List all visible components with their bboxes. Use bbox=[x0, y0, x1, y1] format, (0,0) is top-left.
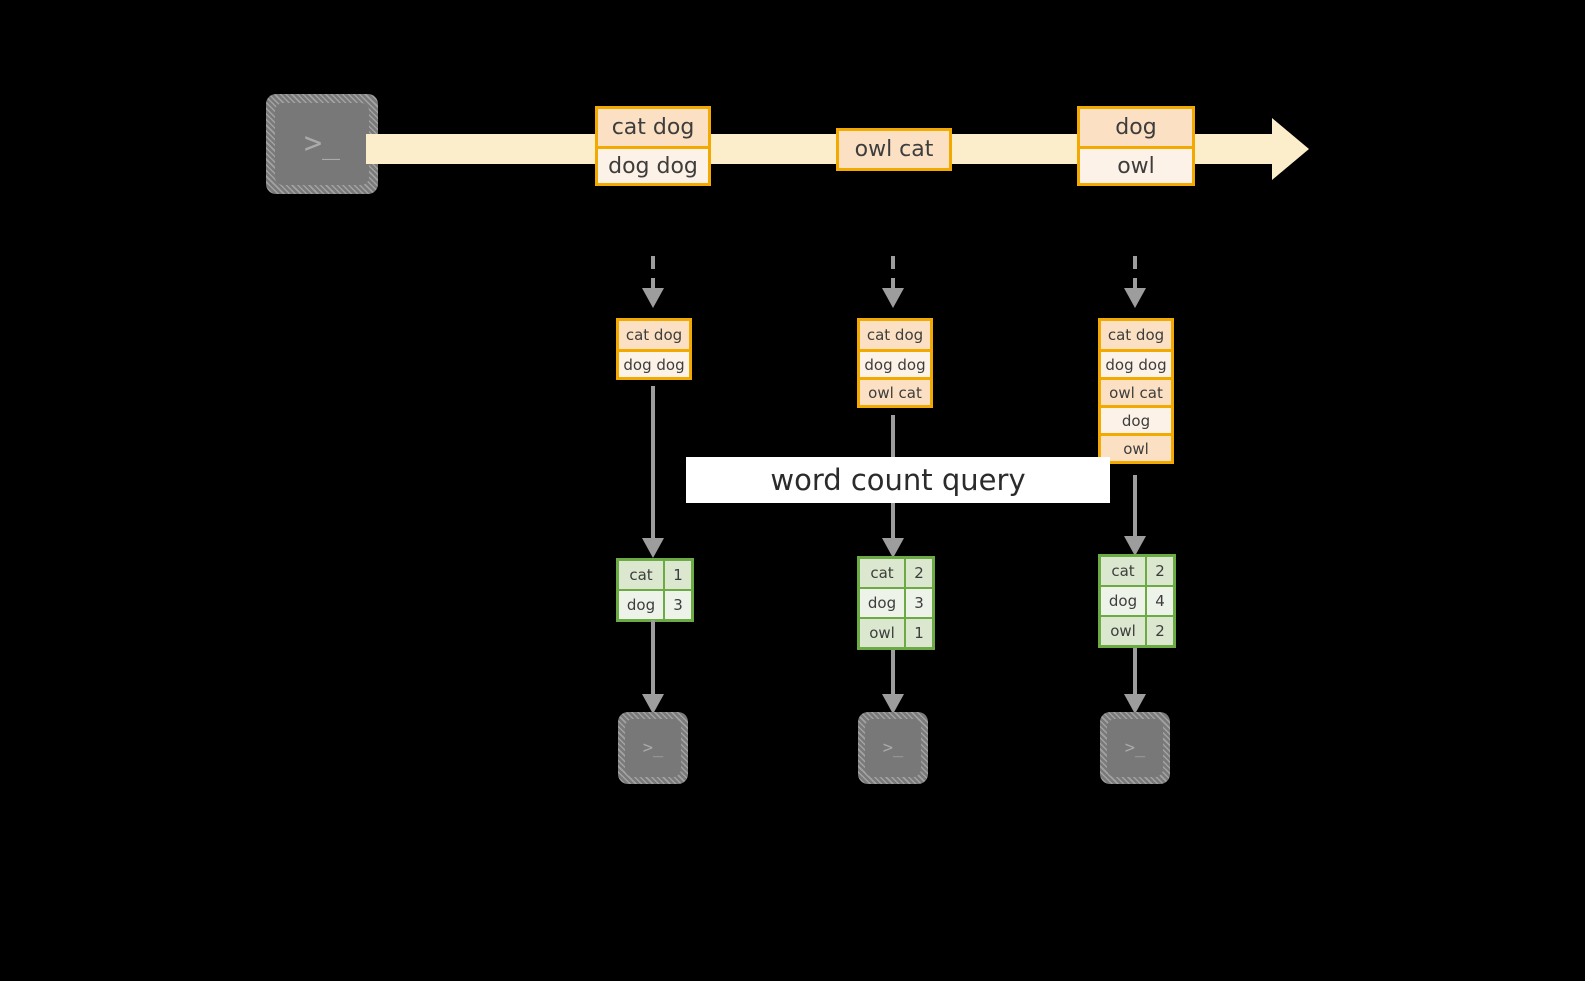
snapshot-column-1[interactable]: cat dog dog dog bbox=[616, 318, 692, 380]
result-count: 3 bbox=[663, 591, 691, 619]
result-count: 4 bbox=[1145, 587, 1173, 615]
query-banner: word count query bbox=[686, 457, 1110, 503]
source-terminal-icon: >_ bbox=[266, 94, 378, 194]
sink-arrowhead-column-1 bbox=[642, 694, 664, 714]
snapshot-line: dog bbox=[1101, 405, 1171, 433]
snapshot-line: cat dog bbox=[1101, 321, 1171, 349]
source-terminal-glyph: >_ bbox=[275, 103, 369, 185]
sink-terminal-icon-column-3: >_ bbox=[1100, 712, 1170, 784]
sink-terminal-glyph: >_ bbox=[865, 719, 921, 777]
result-count: 3 bbox=[904, 589, 932, 617]
result-word: dog bbox=[860, 589, 904, 617]
result-word: cat bbox=[619, 561, 663, 589]
snapshot-column-3[interactable]: cat dog dog dog owl cat dog owl bbox=[1098, 318, 1174, 464]
table-row: owl 2 bbox=[1101, 615, 1173, 645]
result-count: 2 bbox=[1145, 557, 1173, 585]
snapshot-line: owl cat bbox=[860, 377, 930, 405]
snapshot-line: owl bbox=[1101, 433, 1171, 461]
result-table-column-1[interactable]: cat 1 dog 3 bbox=[616, 558, 694, 622]
result-word: dog bbox=[619, 591, 663, 619]
result-word: dog bbox=[1101, 587, 1145, 615]
result-count: 2 bbox=[904, 559, 932, 587]
table-row: dog 3 bbox=[860, 587, 932, 617]
query-connector-column-3 bbox=[1133, 475, 1137, 542]
dashed-arrowhead-column-1 bbox=[642, 288, 664, 308]
stream-event-line: owl cat bbox=[839, 131, 949, 168]
stream-event-batch-2[interactable]: owl cat bbox=[836, 128, 952, 171]
dashed-connector-column-3 bbox=[1133, 256, 1137, 290]
stream-event-line: cat dog bbox=[598, 109, 708, 146]
sink-connector-column-1 bbox=[651, 620, 655, 698]
result-table-column-3[interactable]: cat 2 dog 4 owl 2 bbox=[1098, 554, 1176, 648]
result-word: owl bbox=[1101, 617, 1145, 645]
result-word: cat bbox=[860, 559, 904, 587]
snapshot-line: cat dog bbox=[619, 321, 689, 349]
table-row: cat 2 bbox=[860, 559, 932, 587]
sink-arrowhead-column-2 bbox=[882, 694, 904, 714]
snapshot-line: owl cat bbox=[1101, 377, 1171, 405]
stream-event-line: owl bbox=[1080, 146, 1192, 183]
snapshot-line: dog dog bbox=[860, 349, 930, 377]
result-count: 1 bbox=[663, 561, 691, 589]
snapshot-line: cat dog bbox=[860, 321, 930, 349]
table-row: dog 3 bbox=[619, 589, 691, 619]
query-connector-column-1 bbox=[651, 386, 655, 542]
sink-terminal-glyph: >_ bbox=[625, 719, 681, 777]
table-row: cat 1 bbox=[619, 561, 691, 589]
snapshot-line: dog dog bbox=[1101, 349, 1171, 377]
dashed-arrowhead-column-2 bbox=[882, 288, 904, 308]
stream-event-line: dog bbox=[1080, 109, 1192, 146]
query-label: word count query bbox=[770, 463, 1026, 497]
snapshot-line: dog dog bbox=[619, 349, 689, 377]
result-word: cat bbox=[1101, 557, 1145, 585]
table-row: cat 2 bbox=[1101, 557, 1173, 585]
result-count: 2 bbox=[1145, 617, 1173, 645]
stream-arrow-icon bbox=[1272, 118, 1309, 180]
result-word: owl bbox=[860, 619, 904, 647]
query-arrowhead-column-1 bbox=[642, 538, 664, 558]
dashed-connector-column-1 bbox=[651, 256, 655, 290]
sink-terminal-icon-column-1: >_ bbox=[618, 712, 688, 784]
snapshot-column-2[interactable]: cat dog dog dog owl cat bbox=[857, 318, 933, 408]
stream-event-batch-3[interactable]: dog owl bbox=[1077, 106, 1195, 186]
result-count: 1 bbox=[904, 619, 932, 647]
query-arrowhead-column-2 bbox=[882, 538, 904, 558]
sink-connector-column-2 bbox=[891, 650, 895, 698]
sink-terminal-glyph: >_ bbox=[1107, 719, 1163, 777]
sink-connector-column-3 bbox=[1133, 648, 1137, 698]
stream-event-batch-1[interactable]: cat dog dog dog bbox=[595, 106, 711, 186]
result-table-column-2[interactable]: cat 2 dog 3 owl 1 bbox=[857, 556, 935, 650]
dashed-arrowhead-column-3 bbox=[1124, 288, 1146, 308]
table-row: owl 1 bbox=[860, 617, 932, 647]
query-arrowhead-column-3 bbox=[1124, 536, 1146, 556]
stream-event-line: dog dog bbox=[598, 146, 708, 183]
dashed-connector-column-2 bbox=[891, 256, 895, 290]
table-row: dog 4 bbox=[1101, 585, 1173, 615]
sink-arrowhead-column-3 bbox=[1124, 694, 1146, 714]
sink-terminal-icon-column-2: >_ bbox=[858, 712, 928, 784]
